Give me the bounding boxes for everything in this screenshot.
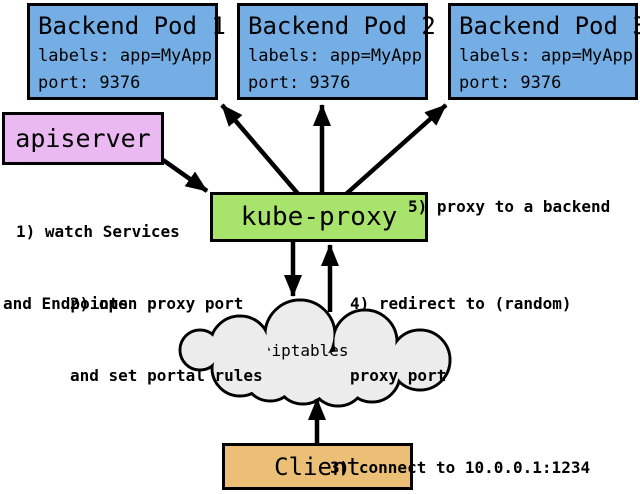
backend-pod-2-labels: labels: app=MyApp (248, 46, 422, 66)
client-label: Client (274, 452, 361, 481)
backend-pod-1-title: Backend Pod 1 (38, 12, 226, 40)
backend-pod-2-port: port: 9376 (248, 73, 351, 93)
arrow-kubeproxy-to-pod1 (220, 103, 301, 197)
step1-line2: and Endpoints (3, 294, 129, 313)
step1-watch-services-label: 1) watch Services and Endpoints (3, 172, 180, 364)
apiserver-label: apiserver (15, 124, 151, 153)
kube-proxy-box: kube-proxy (210, 192, 428, 242)
iptables-cloud-fill (181, 301, 449, 405)
step2-line2: and set portal rules (70, 366, 263, 385)
step3-line1: 3) connect to 10.0.0.1:1234 (330, 458, 591, 477)
backend-pod-1-labels: labels: app=MyApp (38, 46, 212, 66)
step4-redirect-label: 4) redirect to (random) proxy port (350, 244, 572, 436)
apiserver-box: apiserver (2, 112, 164, 165)
client-box: Client (222, 443, 413, 490)
backend-pod-1-box: Backend Pod 1 labels: app=MyApp port: 93… (27, 3, 226, 100)
iptables-label: iptables (271, 341, 349, 360)
backend-pod-3-title: Backend Pod 3 (459, 12, 640, 40)
step4-line1: 4) redirect to (random) (350, 294, 572, 313)
backend-pod-2-title: Backend Pod 2 (248, 12, 436, 40)
backend-pod-3-box: Backend Pod 3 labels: app=MyApp port: 93… (448, 3, 640, 100)
kube-proxy-label: kube-proxy (240, 202, 398, 232)
step2-line1: 2) open proxy port (70, 294, 244, 313)
step1-line1: 1) watch Services (16, 222, 180, 241)
step4-line2: proxy port (350, 366, 447, 385)
step5-proxy-backend-label: 5) proxy to a backend (408, 147, 610, 267)
backend-pod-3-labels: labels: app=MyApp (459, 46, 633, 66)
backend-pod-1-port: port: 9376 (38, 73, 141, 93)
step5-line1: 5) proxy to a backend (408, 197, 611, 216)
arrow-kubeproxy-to-pod3 (343, 103, 448, 197)
backend-pod-2-box: Backend Pod 2 labels: app=MyApp port: 93… (237, 3, 436, 100)
step3-connect-label: 3) connect to 10.0.0.1:1234 (330, 408, 590, 494)
arrow-apiserver-to-kubeproxy (161, 158, 209, 193)
backend-pod-3-port: port: 9376 (459, 73, 562, 93)
step2-open-proxy-port-label: 2) open proxy port and set portal rules (70, 244, 263, 436)
